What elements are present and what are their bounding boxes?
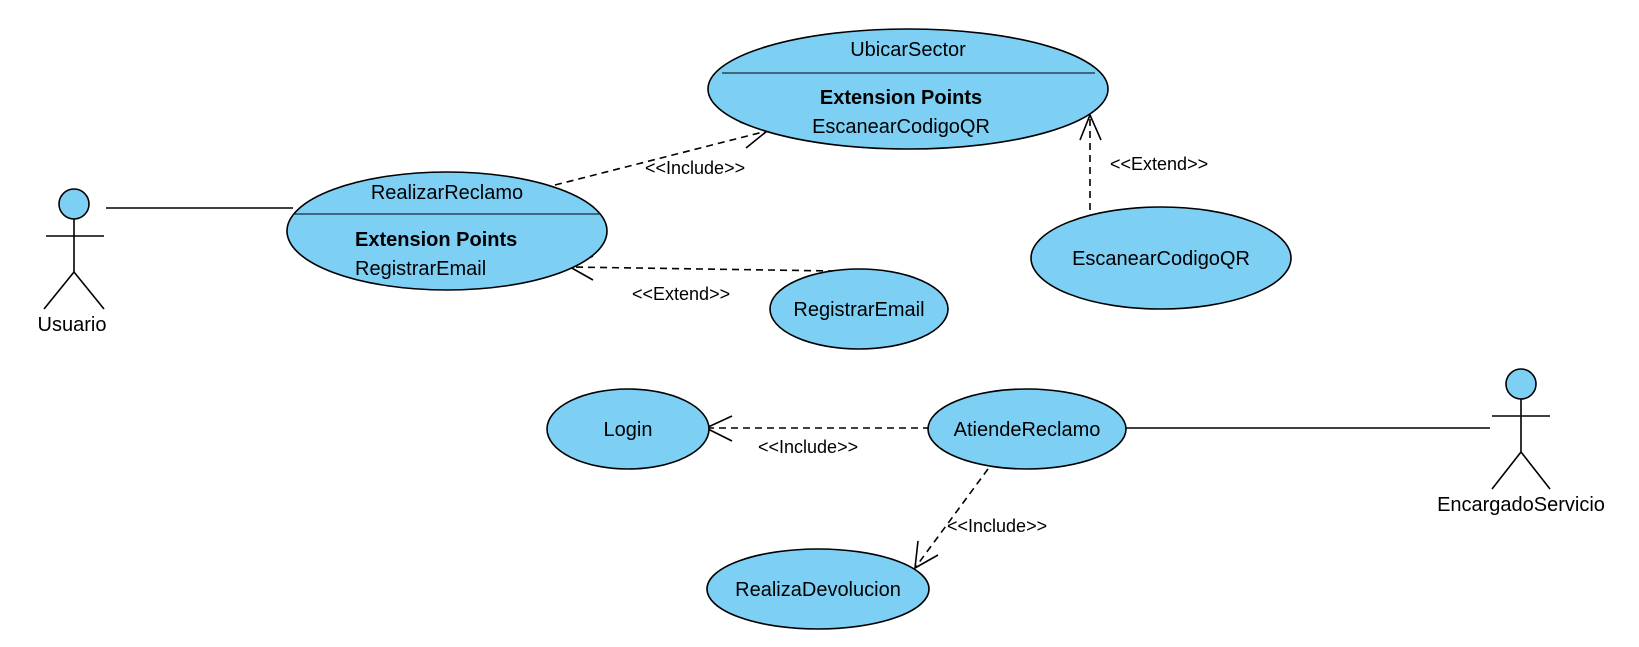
actor-usuario-right-leg bbox=[73, 271, 105, 310]
include-devolucion-line bbox=[914, 468, 989, 569]
use-case-ubicar-sector-ext-point: EscanearCodigoQR bbox=[812, 116, 990, 138]
use-case-escanear-codigo-qr[interactable]: EscanearCodigoQR bbox=[1030, 206, 1292, 310]
extend-registrar-line bbox=[569, 266, 836, 272]
use-case-login-shape bbox=[546, 388, 710, 470]
use-case-ubicar-sector[interactable]: UbicarSector Extension Points EscanearCo… bbox=[707, 28, 1109, 150]
actor-usuario-label: Usuario bbox=[38, 314, 107, 336]
actor-usuario-head bbox=[58, 188, 90, 220]
use-case-atiende-reclamo-name: AtiendeReclamo bbox=[954, 419, 1101, 441]
use-case-realizar-reclamo-name: RealizarReclamo bbox=[371, 182, 523, 204]
use-case-ubicar-sector-shape bbox=[707, 28, 1109, 150]
extend-escanear-arrowhead bbox=[1079, 112, 1102, 141]
use-case-escanear-shape bbox=[1030, 206, 1292, 310]
include-login-label: <<Include>> bbox=[758, 437, 858, 457]
use-case-login-name: Login bbox=[604, 419, 653, 441]
include-devolucion-label: <<Include>> bbox=[947, 516, 1047, 536]
use-case-login[interactable]: Login bbox=[546, 388, 710, 470]
use-case-realizar-reclamo-ext-point: RegistrarEmail bbox=[355, 258, 486, 280]
relation-include-devolucion: <<Include>> bbox=[914, 468, 1047, 570]
actor-encargado-head bbox=[1505, 368, 1537, 400]
use-case-registrar-email-shape bbox=[769, 268, 949, 350]
use-case-ubicar-sector-name: UbicarSector bbox=[850, 39, 966, 61]
extend-escanear-label: <<Extend>> bbox=[1110, 154, 1208, 174]
include-devolucion-arrowhead bbox=[914, 540, 939, 570]
relation-extend-escanear: <<Extend>> bbox=[1079, 112, 1208, 210]
use-case-atiende-reclamo-shape bbox=[927, 388, 1127, 470]
use-case-realiza-devolucion[interactable]: RealizaDevolucion bbox=[706, 548, 930, 630]
use-case-realizar-reclamo[interactable]: RealizarReclamo Extension Points Registr… bbox=[286, 171, 608, 291]
actor-usuario[interactable]: Usuario bbox=[38, 188, 107, 336]
use-case-realizar-reclamo-ext-title: Extension Points bbox=[355, 229, 517, 251]
use-case-realiza-devolucion-shape bbox=[706, 548, 930, 630]
include-ubicar-label: <<Include>> bbox=[645, 158, 745, 178]
use-case-escanear-name: EscanearCodigoQR bbox=[1072, 248, 1250, 270]
use-case-realizar-reclamo-shape bbox=[286, 171, 608, 291]
use-case-registrar-email-name: RegistrarEmail bbox=[793, 299, 924, 321]
actor-encargado-right-leg bbox=[1520, 451, 1551, 490]
actor-encargado-label: EncargadoServicio bbox=[1437, 494, 1605, 516]
relation-include-login: <<Include>> bbox=[704, 415, 930, 457]
extend-registrar-label: <<Extend>> bbox=[632, 284, 730, 304]
actor-encargado-servicio[interactable]: EncargadoServicio bbox=[1437, 368, 1605, 516]
actor-usuario-left-leg bbox=[43, 271, 75, 310]
use-case-realiza-devolucion-name: RealizaDevolucion bbox=[735, 579, 901, 601]
actor-encargado-left-leg bbox=[1491, 451, 1522, 490]
include-ubicar-line bbox=[554, 130, 768, 186]
use-case-registrar-email[interactable]: RegistrarEmail bbox=[769, 268, 949, 350]
relation-include-ubicar-sector: <<Include>> bbox=[554, 121, 769, 186]
use-case-ubicar-sector-ext-title: Extension Points bbox=[820, 87, 982, 109]
use-case-atiende-reclamo[interactable]: AtiendeReclamo bbox=[927, 388, 1127, 470]
